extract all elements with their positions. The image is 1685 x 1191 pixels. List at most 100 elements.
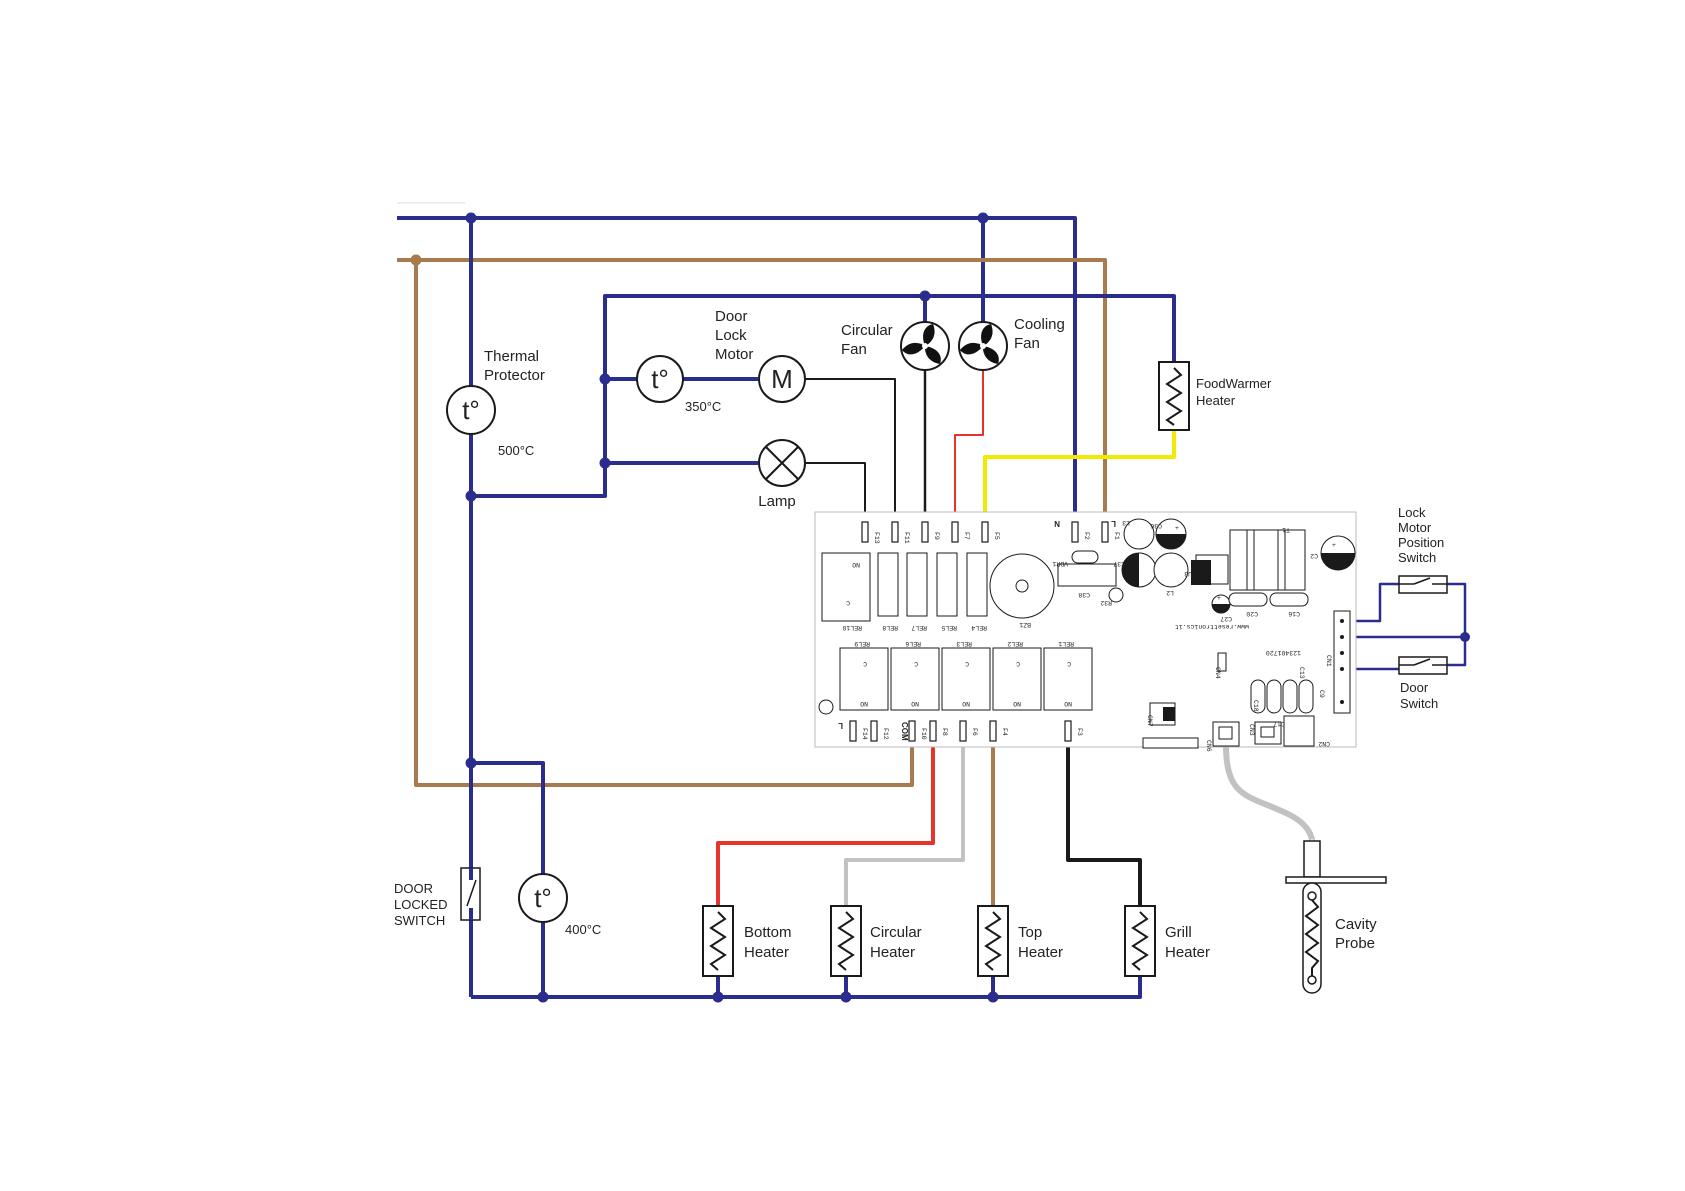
pcb-label-f4: F4 <box>1001 728 1008 736</box>
thermostat-350: t° 350°C <box>636 355 721 414</box>
svg-text:+: + <box>1332 542 1336 549</box>
cavity-probe: Cavity Probe <box>1285 840 1387 994</box>
thermal-protector: t° Thermal Protector 500°C <box>446 348 545 458</box>
svg-text:+: + <box>1135 561 1139 568</box>
lock-motor-position-switch: Lock Motor Position Switch <box>1398 505 1448 594</box>
junctions <box>410 212 1470 1003</box>
pcb-label-r32: R32 <box>1100 599 1112 606</box>
live-bus <box>397 258 1107 532</box>
svg-text:+: + <box>1175 525 1179 532</box>
pcb-power-section: + + + + <box>1057 518 1356 614</box>
rel10-c: C <box>846 599 850 606</box>
motor-to-f11 <box>806 378 896 525</box>
pcb-label-rel2: REL2 <box>1007 640 1023 647</box>
buzzer: BZ1 <box>989 553 1055 628</box>
rel1-no: NO <box>1064 700 1072 707</box>
cavity-probe-label-2: Probe <box>1335 935 1375 952</box>
pcb-label-f5: F5 <box>993 532 1000 540</box>
rel9-no: NO <box>860 700 868 707</box>
door-switch-label-1: Door <box>1400 680 1429 695</box>
pcb-lower-right: CN4 CN6 CN7 CN3 CN2 C18 C17 C13 C9 <box>1142 652 1330 752</box>
rel2-c: C <box>1016 660 1020 667</box>
pcb-label-c20: C20 <box>1246 610 1258 617</box>
pcb-part-labels: C36 L3 C37 VDR1 C38 R32 L2 U3 C20 C16 C2… <box>1052 519 1318 622</box>
door-locked-switch-label-3: SWITCH <box>394 913 445 928</box>
switch-common-wire <box>1447 582 1467 667</box>
f6-to-circular-heater <box>844 740 965 905</box>
pcb-label-n: N <box>1054 519 1060 528</box>
control-board: F13 F11 F9 F7 F5 N F2 F1 L NO C REL10 RE… <box>814 511 1357 752</box>
pcb-label-f8: F8 <box>941 728 948 736</box>
pcb-label-rel5: REL5 <box>941 624 957 631</box>
bottom-heater-label-1: Bottom <box>744 924 792 941</box>
pcb-label-cn2: CN2 <box>1318 740 1330 747</box>
circular-heater-label-1: Circular <box>870 924 922 941</box>
pcb-label-c37: C37 <box>1113 560 1125 567</box>
door-locked-switch-label-1: DOOR <box>394 881 433 896</box>
rel9-c: C <box>863 660 867 667</box>
pcb-label-c16: C16 <box>1288 610 1300 617</box>
pcb-website: www.resettronics.it <box>1175 623 1249 630</box>
pcb-label-bz1: BZ1 <box>1019 621 1031 628</box>
pcb-label-cn6: CN6 <box>1205 740 1212 752</box>
f8-to-bottom-heater <box>716 740 935 905</box>
pcb-label-c2: C2 <box>1310 552 1318 559</box>
rel10-no: NO <box>852 561 860 568</box>
top-relays: NO C REL10 REL8 REL7 REL5 REL4 <box>821 552 988 631</box>
pcb-label-cn3: CN3 <box>1248 724 1255 736</box>
thermal-protector-label-1: Thermal <box>484 348 539 365</box>
pcb-label-f11: F11 <box>903 532 910 544</box>
rel1-c: C <box>1067 660 1071 667</box>
bottom-terminal-pins <box>849 720 1072 742</box>
thermostat-350-temp: 350°C <box>685 399 721 414</box>
pcb-label-rel6: REL6 <box>905 640 921 647</box>
door-lock-motor-label-3: Motor <box>715 346 753 363</box>
lamp-to-f13 <box>806 462 866 525</box>
thermostat-350-symbol: t° <box>651 364 669 394</box>
live-bus-down <box>414 260 914 787</box>
rel6-c: C <box>914 660 918 667</box>
pcb-label-vdr1: VDR1 <box>1052 560 1068 567</box>
f3-to-grill-heater <box>1066 740 1142 905</box>
bottom-neutral-bus <box>471 975 1142 999</box>
thermal-protector-symbol: t° <box>462 395 480 425</box>
food-warmer-label-1: FoodWarmer <box>1196 376 1272 391</box>
door-lock-motor-label-1: Door <box>715 308 748 325</box>
lock-motor-label-4: Switch <box>1398 550 1436 565</box>
thermal-to-branch <box>471 294 1176 498</box>
lock-motor-label-3: Position <box>1398 535 1444 550</box>
thermal-protector-label-2: Protector <box>484 367 545 384</box>
lock-motor-label-2: Motor <box>1398 520 1432 535</box>
cooling-fan-label-1: Cooling <box>1014 316 1065 333</box>
cooling-fan: Cooling Fan <box>958 316 1065 371</box>
svg-text:+: + <box>1217 595 1221 602</box>
pcb-label-rel7: REL7 <box>911 624 927 631</box>
pcb-label-com: COM <box>900 722 909 741</box>
pcb-label-l3: L3 <box>1122 519 1130 526</box>
rel2-no: NO <box>1013 700 1021 707</box>
rel3-no: NO <box>962 700 970 707</box>
top-heater: Top Heater <box>977 905 1063 977</box>
circular-fan-label-2: Fan <box>841 341 867 358</box>
probe-cable <box>1223 744 1316 846</box>
bottom-relays: REL9 REL6 REL3 REL2 REL1 C C C C C NO NO… <box>839 640 1093 711</box>
pcb-label-c17: C17 <box>1273 720 1285 727</box>
bottom-heater-label-2: Heater <box>744 944 789 961</box>
pcb-label-c36: C36 <box>1150 522 1162 529</box>
pcb-label-c13: C13 <box>1298 667 1305 679</box>
thermal-protector-temp: 500°C <box>498 443 534 458</box>
door-switch: Door Switch <box>1398 656 1448 711</box>
pcb-label-f9: F9 <box>933 532 940 540</box>
top-terminal-labels: F13 F11 F9 F7 F5 N F2 F1 L <box>873 519 1120 544</box>
thermostat-400: t° 400°C <box>518 873 601 937</box>
pcb-label-l2: L2 <box>1166 589 1174 596</box>
door-lock-motor: M Door Lock Motor <box>715 308 806 403</box>
pcb-label-l-top: L <box>1111 519 1116 528</box>
circular-heater: Circular Heater <box>830 905 922 977</box>
pcb-label-l-bottom: L <box>838 721 843 730</box>
pcb-label-c18: C18 <box>1252 700 1259 712</box>
pcb-label-rel1: REL1 <box>1058 640 1074 647</box>
pcb-label-f3: F3 <box>1076 728 1083 736</box>
pcb-label-u3: U3 <box>1184 570 1192 577</box>
pcb-label-rel3: REL3 <box>956 640 972 647</box>
